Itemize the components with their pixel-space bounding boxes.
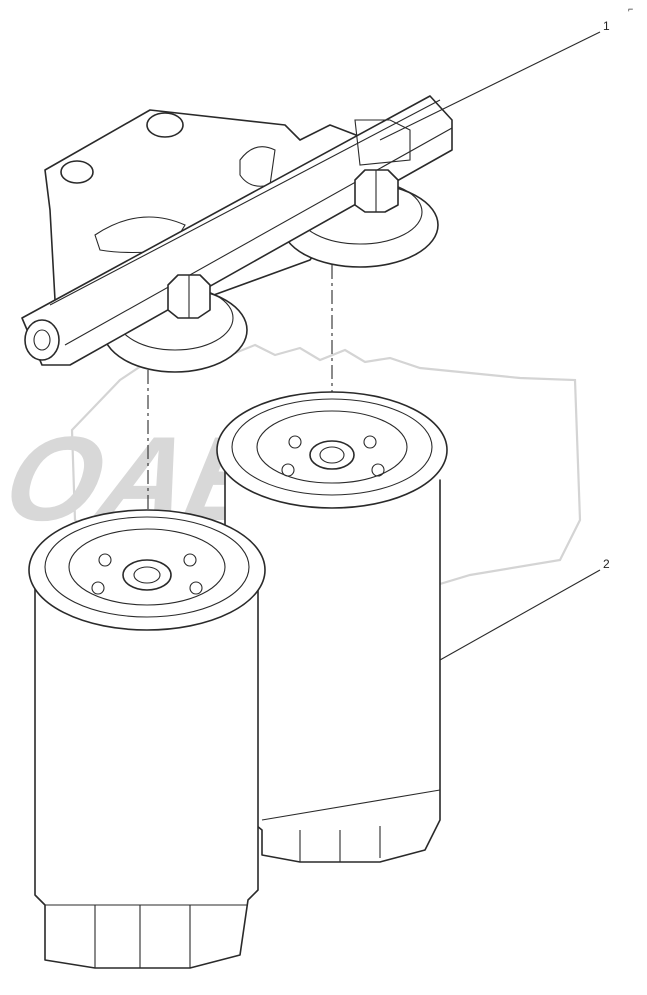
fuel-rail-port — [24, 319, 60, 361]
mounting-hole-left — [60, 160, 94, 184]
bolt-right — [354, 169, 399, 213]
fuel-rail — [21, 95, 453, 366]
bolt-left — [167, 274, 211, 319]
leader-line-1 — [379, 31, 601, 141]
leader-line-2 — [439, 569, 601, 661]
callout-2: 2 — [603, 557, 610, 571]
filter-cartridge-rear — [216, 391, 448, 863]
filter-head-assembly — [21, 95, 453, 373]
filter-cartridge-front — [28, 509, 266, 969]
corner-mark: ⌐ — [628, 4, 633, 14]
callout-1: 1 — [603, 19, 610, 33]
mounting-hole-upper — [146, 112, 184, 138]
